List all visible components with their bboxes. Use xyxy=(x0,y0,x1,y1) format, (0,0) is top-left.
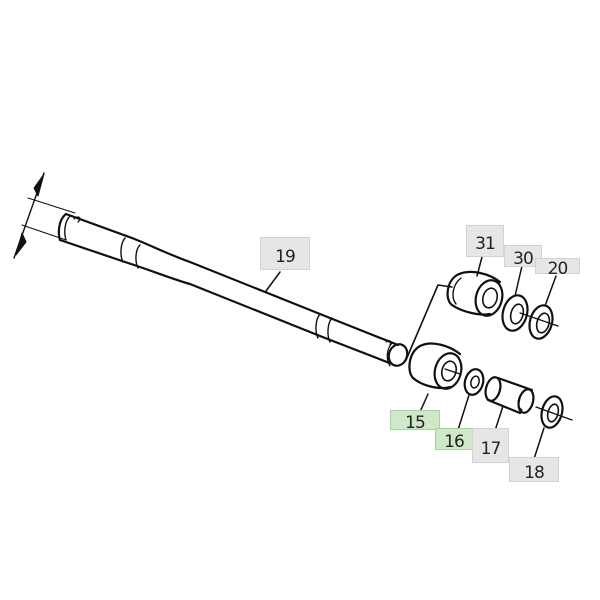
ring-part-20[interactable] xyxy=(519,303,559,342)
callout-19-label: 19 xyxy=(275,246,296,267)
callout-15-label: 15 xyxy=(405,413,426,433)
callout-18-label: 18 xyxy=(524,462,545,483)
washer-part-30[interactable] xyxy=(499,293,531,334)
ring-part-18[interactable] xyxy=(535,394,573,430)
callout-30-label: 30 xyxy=(513,249,534,269)
callout-15[interactable]: 15 xyxy=(390,410,440,433)
callout-30[interactable]: 30 xyxy=(504,245,542,269)
bushing-part-15[interactable] xyxy=(408,342,465,392)
dimension-arrows-icon xyxy=(13,172,76,259)
shaft-part-19[interactable] xyxy=(57,212,410,368)
callout-20[interactable]: 20 xyxy=(535,258,580,279)
callout-31-label: 31 xyxy=(475,234,496,254)
callout-18[interactable]: 18 xyxy=(509,457,559,483)
leader-lines xyxy=(265,256,557,463)
callout-19[interactable]: 19 xyxy=(260,237,310,270)
callout-31[interactable]: 31 xyxy=(466,225,504,257)
callout-17[interactable]: 17 xyxy=(472,428,509,463)
sleeve-part-17[interactable] xyxy=(483,376,536,415)
callout-17-label: 17 xyxy=(480,438,502,459)
callout-20-label: 20 xyxy=(547,259,569,279)
washer-part-16[interactable] xyxy=(462,367,486,397)
callout-16-label: 16 xyxy=(444,432,465,452)
bushing-part-31[interactable] xyxy=(446,270,507,319)
callout-16[interactable]: 16 xyxy=(435,428,473,452)
